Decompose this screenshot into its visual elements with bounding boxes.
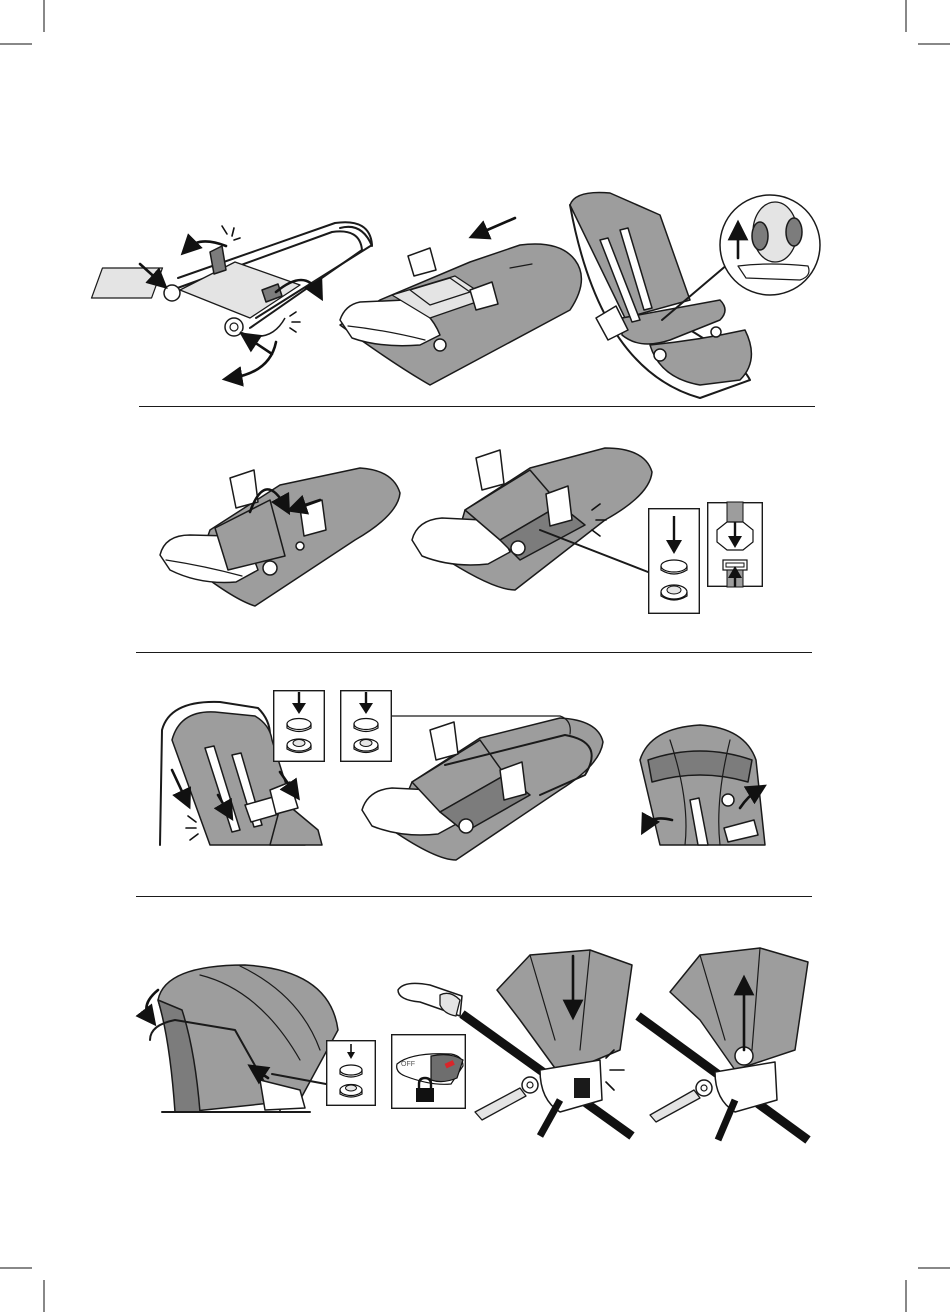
snap-inset-row3-a bbox=[273, 690, 325, 762]
lock-inset-svg bbox=[391, 1034, 466, 1109]
panel-canopy-attach bbox=[640, 725, 765, 845]
panel-snap-fasteners bbox=[412, 448, 652, 590]
panel-seat-slide-on bbox=[340, 218, 581, 385]
snap-button-icon bbox=[340, 690, 392, 762]
snap-button-icon bbox=[648, 508, 700, 614]
panel-frame-rotation bbox=[92, 222, 372, 378]
click-sound-icon bbox=[290, 312, 300, 332]
snap-inset-row4 bbox=[326, 1040, 376, 1106]
panel-bumper-bar bbox=[362, 716, 603, 860]
click-sound-icon bbox=[606, 1050, 624, 1090]
panel-seat-remove bbox=[638, 948, 808, 1140]
click-sound-icon bbox=[186, 816, 198, 840]
panel-lock-release: OFF bbox=[391, 1034, 466, 1109]
buckle-inset-row2 bbox=[707, 502, 763, 587]
panel-fabric-fold bbox=[160, 468, 400, 606]
lock-indicator-text: OFF bbox=[401, 1061, 415, 1068]
snap-inset-row3-b bbox=[340, 690, 392, 762]
panel-fabric-button-detail bbox=[570, 193, 820, 399]
buckle-icon bbox=[707, 502, 763, 587]
snap-button-icon bbox=[273, 690, 325, 762]
panel-canopy-fold bbox=[146, 965, 338, 1112]
snap-button-icon bbox=[326, 1040, 376, 1106]
click-sound-icon bbox=[222, 226, 240, 240]
snap-inset-row2 bbox=[648, 508, 700, 614]
